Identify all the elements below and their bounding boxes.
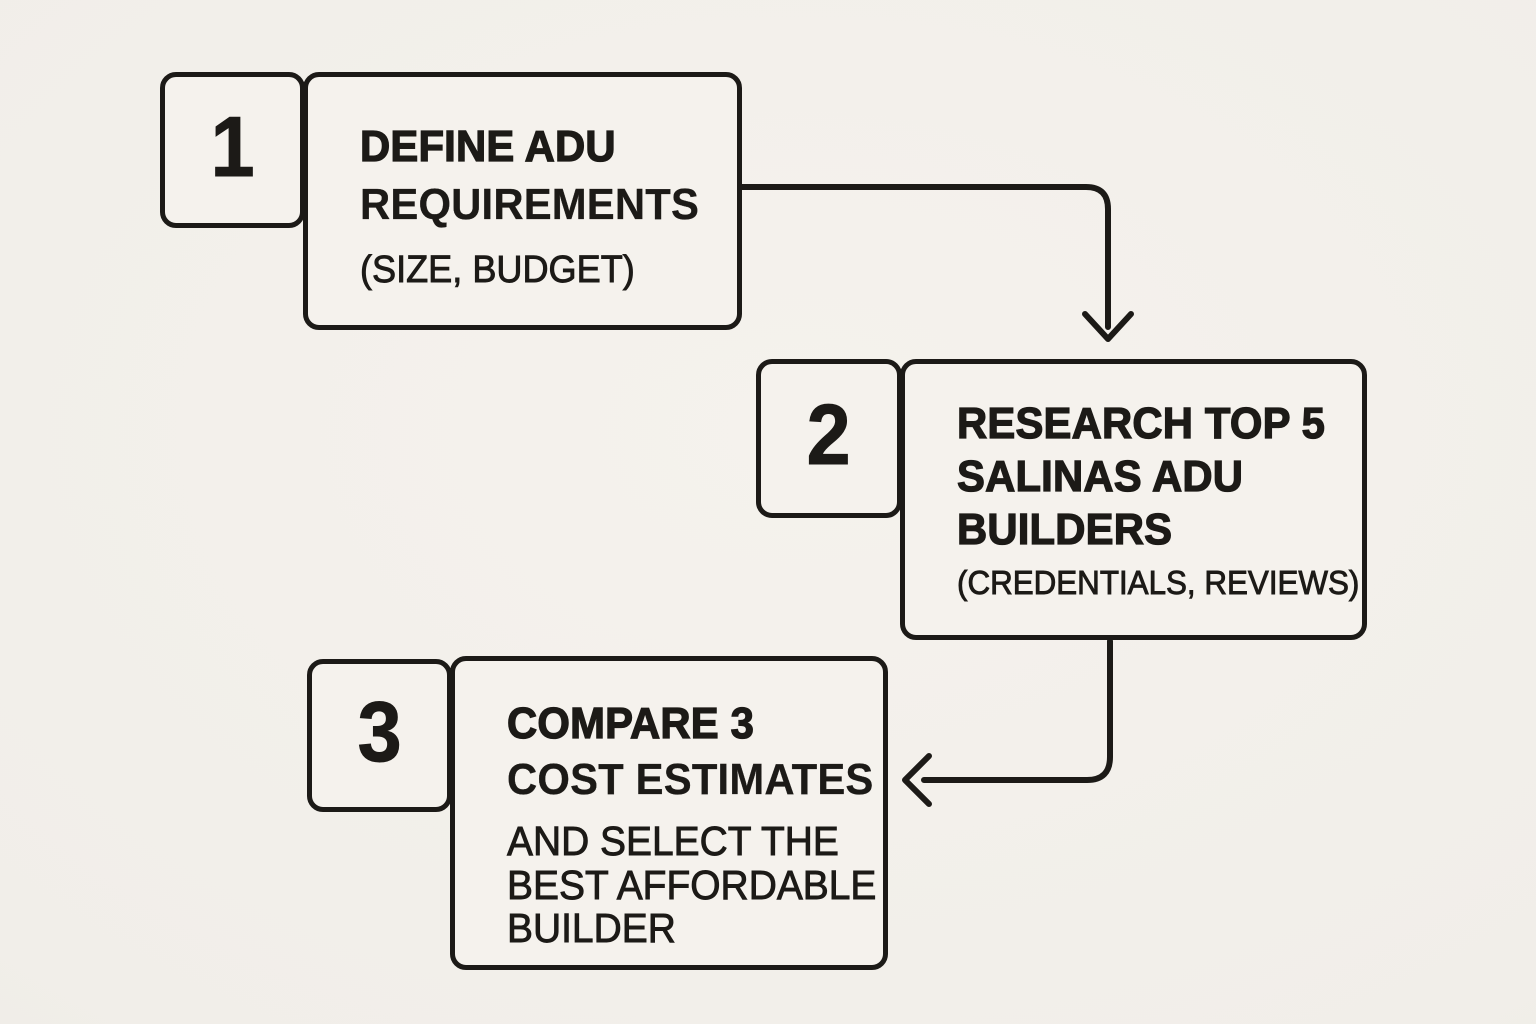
step-2-number: 2	[807, 388, 852, 483]
step-2-title: RESEARCH TOP 5 SALINAS ADU BUILDERS	[956, 397, 1346, 556]
arrow-step1-to-step2-head	[1082, 311, 1134, 342]
step-3-number-box: 3	[307, 659, 452, 812]
step-2-title-line-1: RESEARCH TOP 5	[956, 398, 1326, 448]
arrow-step1-to-step2-line	[739, 184, 1111, 330]
step-2-subtitle-line-1: (CREDENTIALS, REVIEWS)	[957, 564, 1360, 602]
step-1-number-box: 1	[160, 72, 305, 228]
step-1-title-line-1: DEFINE ADU	[359, 121, 616, 171]
step-3-number: 3	[357, 685, 402, 780]
step-1-card: DEFINE ADU REQUIREMENTS (SIZE, BUDGET)	[303, 72, 742, 330]
step-2-title-line-3: BUILDERS	[956, 504, 1173, 554]
step-3-title: COMPARE 3 COST ESTIMATES	[506, 696, 874, 808]
step-2-subtitle: (CREDENTIALS, REVIEWS)	[957, 563, 1360, 603]
step-3-title-line-1: COMPARE 3	[506, 698, 755, 748]
step-3-subtitle-line-2: BEST AFFORDABLE	[507, 861, 877, 908]
step-3-subtitle: AND SELECT THE BEST AFFORDABLE BUILDER	[507, 818, 877, 951]
step-1-title-line-2: REQUIREMENTS	[360, 180, 700, 229]
step-1-number: 1	[210, 99, 255, 195]
step-3-subtitle-line-1: AND SELECT THE	[507, 818, 840, 864]
step-2-number-box: 2	[756, 359, 902, 518]
step-1-subtitle-line-1: (SIZE, BUDGET)	[360, 249, 636, 292]
step-2-title-line-2: SALINAS ADU	[956, 451, 1244, 501]
arrow-step2-to-step3-line	[921, 638, 1113, 783]
step-3-card: COMPARE 3 COST ESTIMATES AND SELECT THE …	[450, 656, 888, 970]
step-3-subtitle-line-3: BUILDER	[507, 905, 677, 951]
step-3-title-line-2: COST ESTIMATES	[507, 755, 874, 804]
arrow-step2-to-step3-head	[902, 753, 932, 807]
step-1-title: DEFINE ADU REQUIREMENTS	[359, 118, 721, 234]
step-2-card: RESEARCH TOP 5 SALINAS ADU BUILDERS (CRE…	[900, 359, 1367, 640]
step-1-subtitle: (SIZE, BUDGET)	[360, 247, 721, 293]
